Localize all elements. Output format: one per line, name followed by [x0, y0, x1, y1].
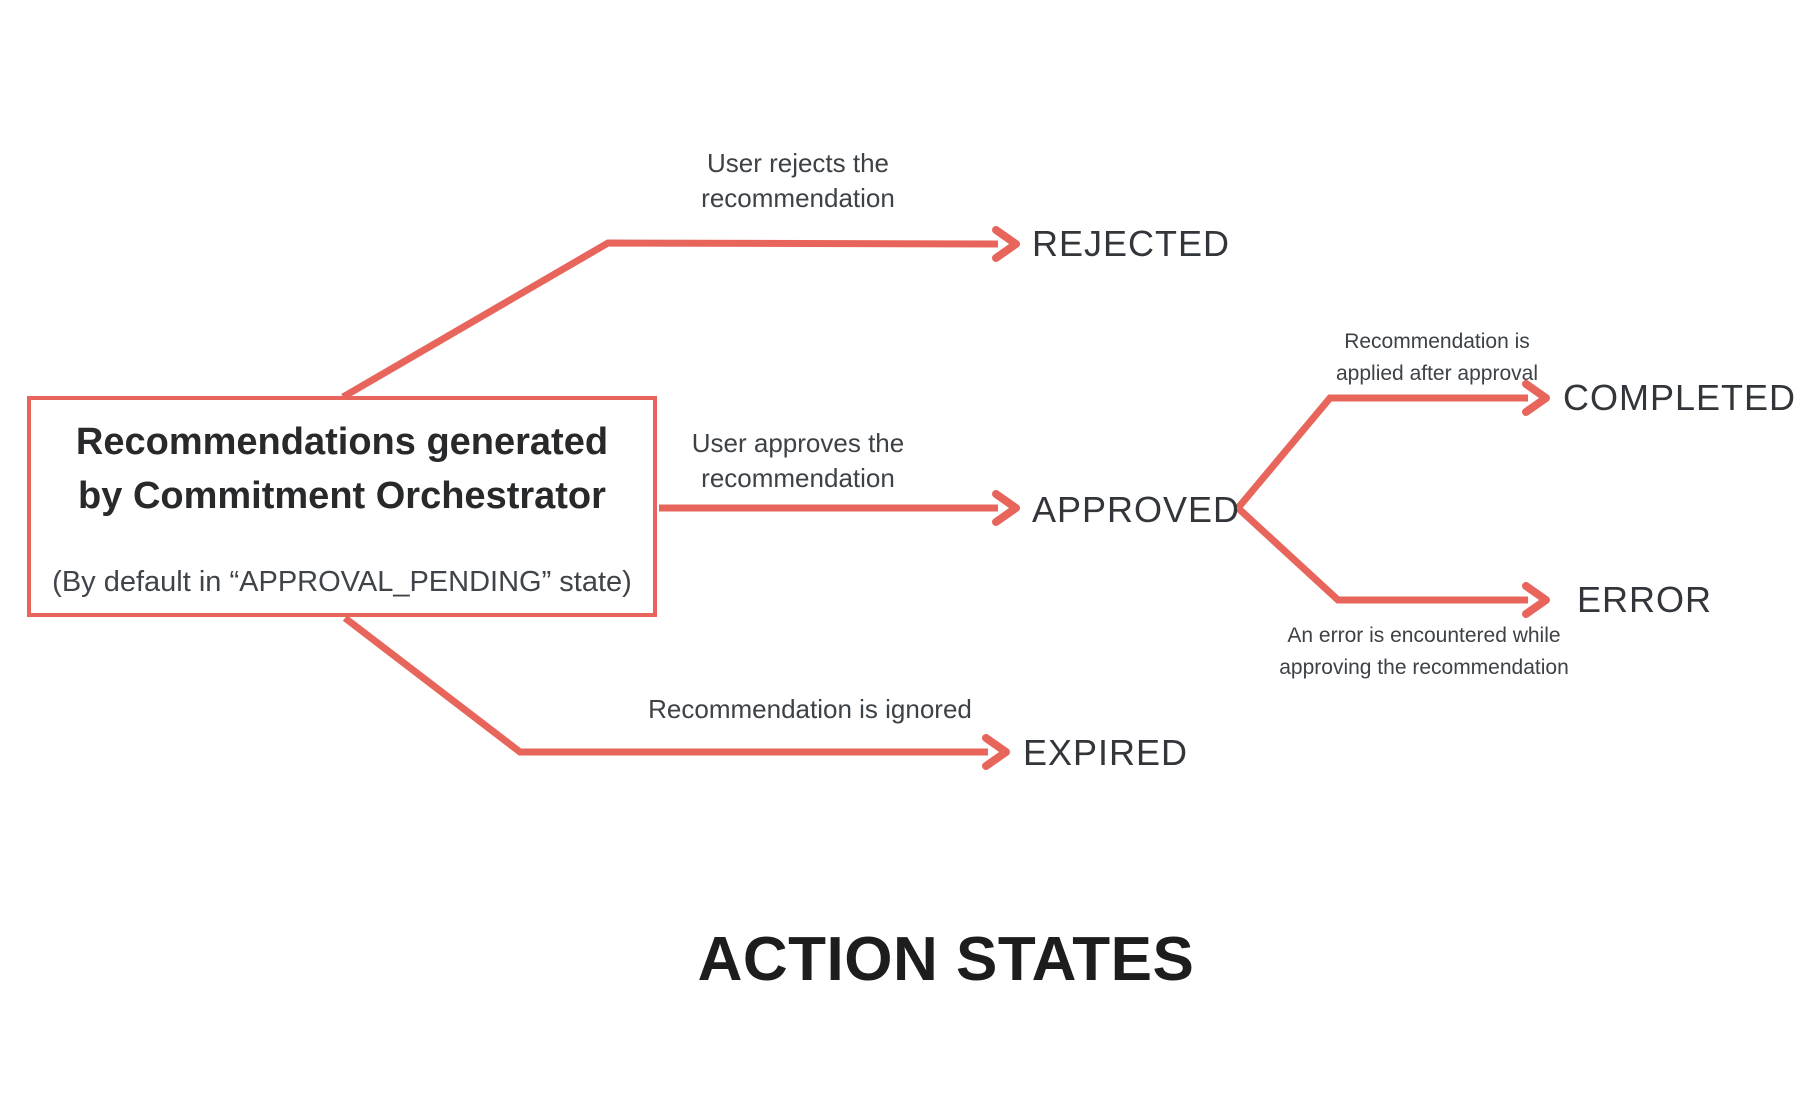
transition-label-approved: User approves the recommendation: [691, 428, 905, 494]
connector-error-line: [1235, 505, 1528, 604]
error-arrowhead-icon: [1522, 582, 1550, 618]
source-node-subtitle: (By default in “APPROVAL_PENDING” state): [52, 566, 632, 598]
completed-arrowhead-icon: [1522, 380, 1550, 416]
source-node-box: Recommendations generated by Commitment …: [27, 396, 657, 617]
connector-completed-line: [1235, 394, 1528, 511]
rejected-arrowhead-icon: [992, 226, 1020, 262]
state-node-error: ERROR: [1577, 579, 1713, 620]
diagram-title: ACTION STATES: [697, 925, 1195, 994]
approved-arrowhead-icon: [992, 490, 1020, 526]
expired-arrowhead-icon: [982, 734, 1010, 770]
source-node-title: Recommendations generated by Commitment …: [75, 421, 609, 517]
transition-label-error: An error is encountered while approving …: [1279, 624, 1569, 679]
state-node-approved: APPROVED: [1032, 489, 1241, 530]
state-node-expired: EXPIRED: [1023, 732, 1189, 773]
state-node-completed: COMPLETED: [1563, 377, 1797, 418]
transition-label-completed: Recommendation is applied after approval: [1336, 330, 1538, 385]
transition-label-expired: Recommendation is ignored: [648, 694, 972, 724]
connector-expired-line: [342, 615, 988, 756]
state-node-rejected: REJECTED: [1032, 223, 1231, 264]
transition-label-rejected: User rejects the recommendation: [701, 148, 895, 214]
connector-rejected-line: [341, 239, 999, 401]
